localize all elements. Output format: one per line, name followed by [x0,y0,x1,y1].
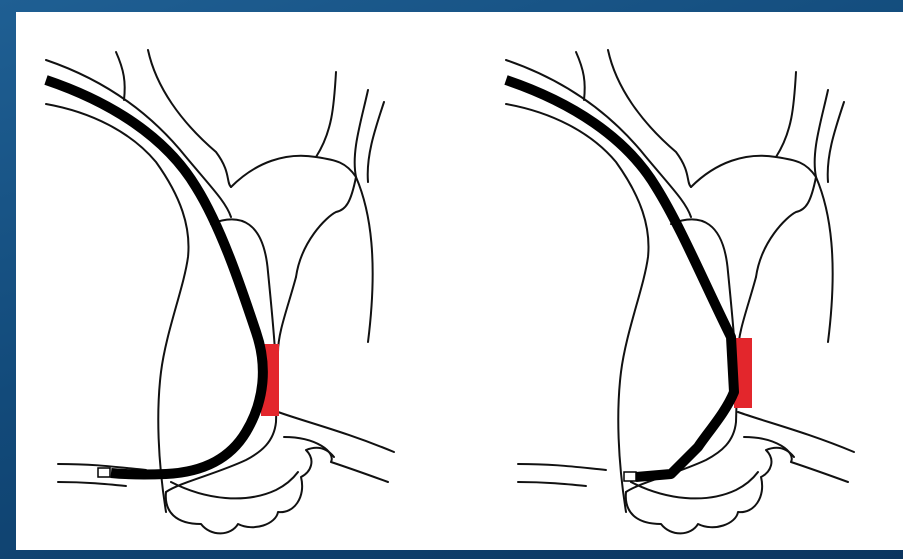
left-diagram-panel [16,12,456,550]
arch-right-branch-b [368,102,384,182]
diagram-canvas [16,12,903,550]
lower-vessel-top [518,464,606,470]
upper-branch-vessel [116,52,125,100]
upper-branch-vessel [576,52,585,100]
chamber-wall [626,219,737,492]
arch-upper-left [691,156,816,187]
upper-branch-vessel-2 [148,50,231,187]
lower-right-branch-top [278,412,394,452]
arch-descending [816,177,833,342]
arch-right-branch-b [828,102,844,182]
bottom-chamber-inner [171,472,298,498]
catheter-curved [46,80,263,474]
arch-inner-curve [296,177,356,277]
arch-upper-left [231,156,356,187]
catheter-tip-marker [624,472,636,481]
arch-inner-lower [278,277,296,352]
arch-right-branch-a [355,90,368,177]
arch-right-top [316,72,336,157]
vessel-outer-wall-lower [46,104,189,512]
arch-descending [356,177,373,342]
lower-vessel-bottom [58,482,126,486]
lower-right-branch-top [738,412,854,452]
right-diagram-panel [476,12,903,550]
catheter-tip-marker [98,468,110,477]
vessel-outer-wall-lower [506,104,649,512]
arch-right-top [776,72,796,157]
upper-branch-vessel-2 [608,50,691,187]
lower-vessel-bottom [518,482,586,486]
arch-right-branch-a [815,90,828,177]
left-vessel-illustration [16,12,456,550]
arch-inner-curve [756,177,816,277]
catheter-angled [506,80,734,477]
right-vessel-illustration [476,12,903,550]
